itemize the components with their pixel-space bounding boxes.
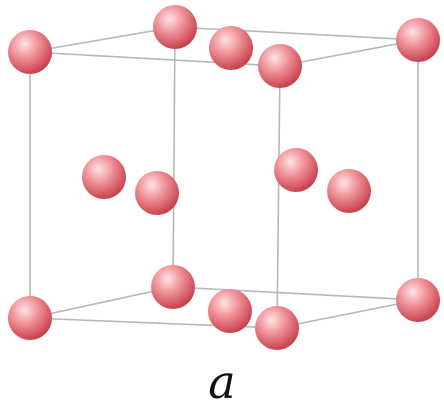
cell-edge <box>174 26 419 41</box>
corner-atom <box>396 278 440 322</box>
corner-atom <box>396 18 440 62</box>
cell-edges <box>29 26 419 329</box>
corner-atom <box>151 265 195 309</box>
face-atom <box>209 26 253 70</box>
cell-edge <box>29 286 174 319</box>
figure-caption: a <box>208 355 236 409</box>
cell-edge <box>279 39 419 67</box>
corner-atom <box>153 5 197 49</box>
face-atom <box>82 155 126 199</box>
cell-edge <box>276 65 281 329</box>
corner-atom <box>8 296 52 340</box>
face-atom <box>327 169 371 213</box>
cell-edge <box>172 26 176 288</box>
corner-atom <box>258 44 302 88</box>
face-atom <box>208 289 252 333</box>
corner-atom <box>8 30 52 74</box>
face-atom <box>135 171 179 215</box>
corner-atom <box>255 306 299 350</box>
cell-edge <box>172 286 419 301</box>
cell-edge <box>276 299 419 329</box>
atoms <box>8 5 440 350</box>
cell-edge <box>29 26 176 53</box>
face-atom <box>274 148 318 192</box>
